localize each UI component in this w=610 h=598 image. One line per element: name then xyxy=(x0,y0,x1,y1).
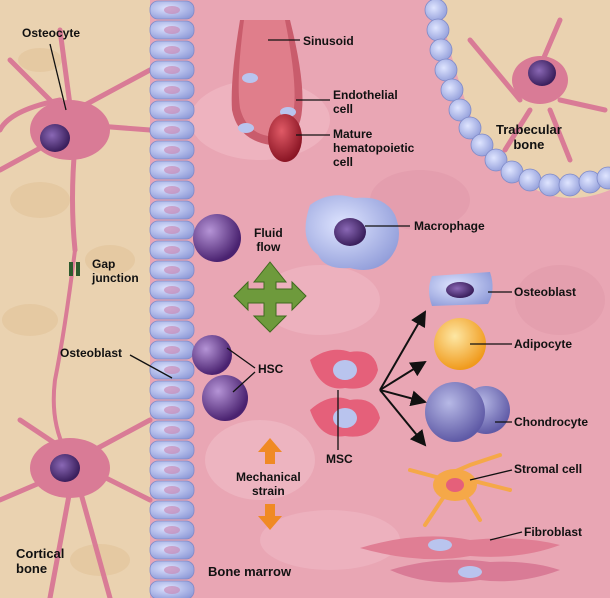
macrophage-label: Macrophage xyxy=(414,219,485,233)
lining-cell xyxy=(149,120,195,140)
lining-cell xyxy=(149,440,195,460)
lining-cell xyxy=(149,540,195,560)
gap-junction-label-line2: junction xyxy=(92,271,139,285)
lining-cell-column xyxy=(149,0,195,598)
mature-hematopoietic-cell-label: Mature hematopoietic cell xyxy=(333,127,414,169)
trabecular-lining-cell xyxy=(518,168,542,192)
lining-cell xyxy=(149,560,195,580)
lining-cell xyxy=(149,180,195,200)
lining-cell xyxy=(149,260,195,280)
lining-cell xyxy=(149,320,195,340)
lining-cell xyxy=(149,480,195,500)
osteocyte-bottom xyxy=(0,417,153,598)
stromal-cell-shape xyxy=(408,453,512,527)
osteoblast-left-label: Osteoblast xyxy=(60,346,123,360)
lining-cell xyxy=(149,200,195,220)
msc-cells xyxy=(310,349,380,437)
bone-marrow-label: Bone marrow xyxy=(208,564,292,579)
differentiation-arrows xyxy=(379,310,427,447)
gap-junction-label-line1: Gap xyxy=(92,257,116,271)
fluid-flow-label-line2: flow xyxy=(256,240,281,254)
lining-cell xyxy=(149,400,195,420)
lining-cell xyxy=(149,360,195,380)
adipocyte-label: Adipocyte xyxy=(514,337,573,351)
cortical-bone-label-line1: Cortical xyxy=(16,546,65,561)
lining-cell xyxy=(149,160,195,180)
osteocyte-top xyxy=(0,27,153,253)
trabecular-bone-label: Trabecular bone xyxy=(496,122,562,152)
chondrocyte-label: Chondrocyte xyxy=(514,415,589,429)
trabecular-lining-cell xyxy=(558,173,582,197)
fluid-flow-label: Fluid flow xyxy=(254,226,283,254)
trabecular-bone-region xyxy=(424,0,610,198)
lining-cell xyxy=(149,20,195,40)
trabecular-lining-cell xyxy=(470,133,494,157)
trabecular-lining-cell xyxy=(596,166,610,190)
trabecular-lining-cell xyxy=(434,58,458,82)
gap-junction-process xyxy=(51,249,80,451)
trabecular-lining-cell xyxy=(429,38,453,62)
fluid-flow-arrow xyxy=(233,261,307,333)
trabecular-bone-label-line1: Trabecular xyxy=(496,122,562,137)
trabecular-bone-label-line2: bone xyxy=(513,137,545,152)
mechanical-strain-label: Mechanical strain xyxy=(236,470,301,498)
trabecular-lining-cell xyxy=(538,173,562,197)
adipocyte-cell xyxy=(434,318,486,370)
hsc-cells xyxy=(192,214,248,421)
lining-cell xyxy=(149,300,195,320)
mechanical-strain-label-line1: Mechanical xyxy=(236,470,301,484)
osteoblast-right-cell xyxy=(429,272,493,306)
trabecular-lining-cell xyxy=(448,98,472,122)
fibroblast-cells xyxy=(360,536,560,583)
fluid-flow-label-line1: Fluid xyxy=(254,226,283,240)
hsc-label: HSC xyxy=(258,362,284,376)
lining-cell xyxy=(149,220,195,240)
lining-cell xyxy=(149,580,195,598)
lining-cell xyxy=(149,240,195,260)
fibroblast-label: Fibroblast xyxy=(524,525,583,539)
sinusoid-label: Sinusoid xyxy=(303,34,354,48)
gap-junction-label: Gap junction xyxy=(92,257,139,285)
lining-cell xyxy=(149,140,195,160)
lining-cell xyxy=(149,60,195,80)
mature-hematopoietic-label-line3: cell xyxy=(333,155,354,169)
mature-hematopoietic-label-line1: Mature xyxy=(333,127,373,141)
cortical-bone-label-line2: bone xyxy=(16,561,48,576)
trabecular-lining-cell xyxy=(426,18,450,42)
mechanical-strain-label-line2: strain xyxy=(252,484,285,498)
lining-cell xyxy=(149,80,195,100)
msc-label: MSC xyxy=(326,452,353,466)
trabecular-lining-cell xyxy=(458,116,482,140)
leader-lines xyxy=(49,39,523,541)
macrophage-cell xyxy=(305,195,399,271)
endothelial-cell-label-line1: Endothelial xyxy=(333,88,398,102)
sinusoid xyxy=(231,20,303,162)
lining-cell xyxy=(149,100,195,120)
lining-cell xyxy=(149,280,195,300)
lining-cell xyxy=(149,0,195,20)
trabecular-lining-cell xyxy=(484,148,508,172)
lining-cell xyxy=(149,420,195,440)
stromal-cell-label: Stromal cell xyxy=(514,462,583,476)
cortical-bone-label: Cortical bone xyxy=(16,546,64,576)
mechanical-strain-arrows xyxy=(258,438,282,530)
lining-cell xyxy=(149,460,195,480)
mature-hematopoietic-label-line2: hematopoietic xyxy=(333,141,415,155)
lining-cell xyxy=(149,340,195,360)
cortical-bone-region xyxy=(0,0,150,598)
osteocyte-label: Osteocyte xyxy=(22,26,81,40)
osteoblast-right-label: Osteoblast xyxy=(514,285,577,299)
lining-cell xyxy=(149,520,195,540)
trabecular-lining-cell xyxy=(440,78,464,102)
trabecular-lining-cell xyxy=(424,0,448,22)
endothelial-cell-label: Endothelial cell xyxy=(333,88,398,116)
endothelial-cell-label-line2: cell xyxy=(333,102,354,116)
mature-hematopoietic-cell-shape xyxy=(268,114,302,162)
lining-cell xyxy=(149,40,195,60)
lining-cell xyxy=(149,380,195,400)
lining-cell xyxy=(149,500,195,520)
